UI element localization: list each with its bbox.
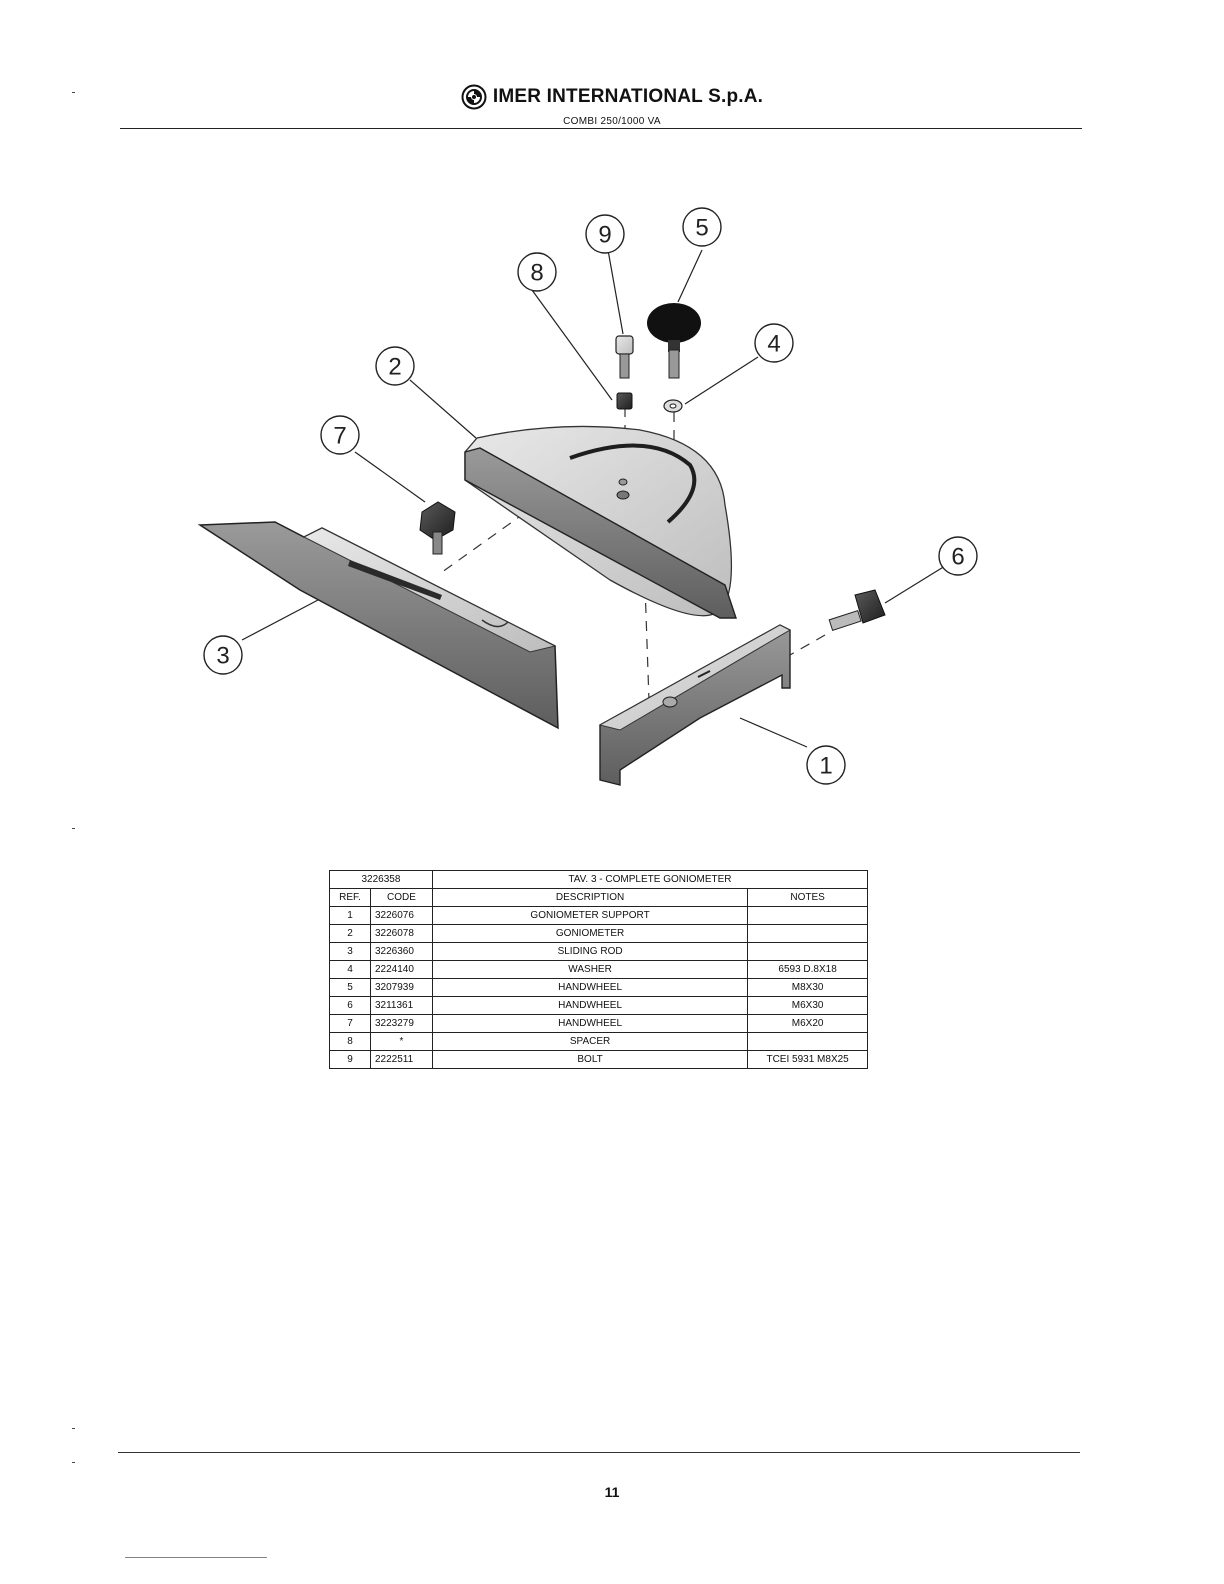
cell-code: 3226360 [369,942,433,961]
table-row: 2 3226078 GONIOMETER [329,924,868,943]
cell-notes [747,1032,868,1051]
cell-notes: M8X30 [747,978,868,997]
table-row: 6 3211361 HANDWHEEL M6X30 [329,996,868,1015]
parts-table: 3226358 TAV. 3 - COMPLETE GONIOMETER REF… [329,870,869,1069]
callout-7-label: 7 [333,423,346,450]
table-row: 7 3223279 HANDWHEEL M6X20 [329,1014,868,1033]
callout-2-label: 2 [388,354,401,381]
part-washer-4 [663,399,683,413]
assembly-code: 3226358 [329,870,433,889]
callout-6-circle [938,536,978,576]
callout-5-label: 5 [695,215,708,242]
cell-ref: 2 [329,924,371,943]
assembly-title: TAV. 3 - COMPLETE GONIOMETER [431,870,869,889]
part-spacer-8 [616,392,633,410]
table-row: 3 3226360 SLIDING ROD [329,942,868,961]
cell-description: WASHER [431,960,749,979]
callout-8-label: 8 [530,260,543,287]
cell-notes: M6X20 [747,1014,868,1033]
scan-speck [72,92,75,93]
scan-speck [72,1462,75,1463]
cell-code: 2224140 [369,960,433,979]
cell-ref: 7 [329,1014,371,1033]
goniometer-exploded-diagram: 1 2 3 4 5 6 7 8 9 [197,207,978,786]
callout-4-circle [754,323,794,363]
part-handwheel-6 [828,589,886,631]
page-header: IMER INTERNATIONAL S.p.A. COMBI 250/1000… [0,84,1224,127]
cell-code: 3207939 [369,978,433,997]
cell-ref: 4 [329,960,371,979]
cell-notes: M6X30 [747,996,868,1015]
table-header-row: REF. CODE DESCRIPTION NOTES [329,888,868,907]
column-header-description: DESCRIPTION [431,888,749,907]
cell-notes [747,924,868,943]
part-goniometer [464,425,737,619]
footer-link-underline [125,1557,267,1558]
table-row: 4 2224140 WASHER 6593 D.8X18 [329,960,868,979]
callout-3-circle [203,635,243,675]
imer-logo-icon [461,84,487,110]
table-row: 8 * SPACER [329,1032,868,1051]
callout-1-circle [806,745,846,785]
cell-ref: 3 [329,942,371,961]
cell-description: GONIOMETER SUPPORT [431,906,749,925]
part-sliding-rod [197,521,559,730]
cell-description: HANDWHEEL [431,978,749,997]
cell-code: 3211361 [369,996,433,1015]
callout-circles [203,207,978,785]
model-name: COMBI 250/1000 VA [563,116,661,127]
cell-notes [747,942,868,961]
scan-speck [72,828,75,829]
cell-ref: 9 [329,1050,371,1069]
cell-code: 2222511 [369,1050,433,1069]
cell-description: GONIOMETER [431,924,749,943]
cell-description: BOLT [431,1050,749,1069]
part-bolt-9 [615,335,634,379]
scan-speck [72,1428,75,1429]
cell-description: SLIDING ROD [431,942,749,961]
leader-lines [241,249,946,748]
column-header-ref: REF. [329,888,371,907]
cell-ref: 5 [329,978,371,997]
page-number: 11 [604,1484,620,1500]
callout-9-label: 9 [598,222,611,249]
table-row: 1 3226076 GONIOMETER SUPPORT [329,906,868,925]
cell-description: SPACER [431,1032,749,1051]
cell-code: 3223279 [369,1014,433,1033]
part-goniometer-support [598,624,792,786]
cell-notes [747,906,868,925]
callout-7-circle [320,415,360,455]
cell-notes: TCEI 5931 M8X25 [747,1050,868,1069]
callout-1-label: 1 [819,753,832,780]
column-header-notes: NOTES [747,888,868,907]
callout-8-circle [517,252,557,292]
cell-ref: 8 [329,1032,371,1051]
company-brand: IMER INTERNATIONAL S.p.A. [461,84,763,110]
part-handwheel-7 [419,501,456,555]
callout-3-label: 3 [216,643,229,670]
callout-4-label: 4 [767,331,780,358]
footer-rule [118,1452,1080,1453]
callout-5-circle [682,207,722,247]
callout-9-circle [585,214,625,254]
table-row: 5 3207939 HANDWHEEL M8X30 [329,978,868,997]
cell-ref: 6 [329,996,371,1015]
cell-code: 3226076 [369,906,433,925]
cell-description: HANDWHEEL [431,1014,749,1033]
cell-description: HANDWHEEL [431,996,749,1015]
cell-notes: 6593 D.8X18 [747,960,868,979]
company-name: IMER INTERNATIONAL S.p.A. [492,86,764,107]
table-row: 9 2222511 BOLT TCEI 5931 M8X25 [329,1050,868,1069]
callout-6-label: 6 [951,544,964,571]
table-title-row: 3226358 TAV. 3 - COMPLETE GONIOMETER [329,870,869,889]
cell-ref: 1 [329,906,371,925]
header-rule [120,128,1082,129]
callout-2-circle [375,346,415,386]
part-handwheel-5 [647,303,701,379]
column-header-code: CODE [369,888,433,907]
cell-code: 3226078 [369,924,433,943]
cell-code: * [369,1032,433,1051]
